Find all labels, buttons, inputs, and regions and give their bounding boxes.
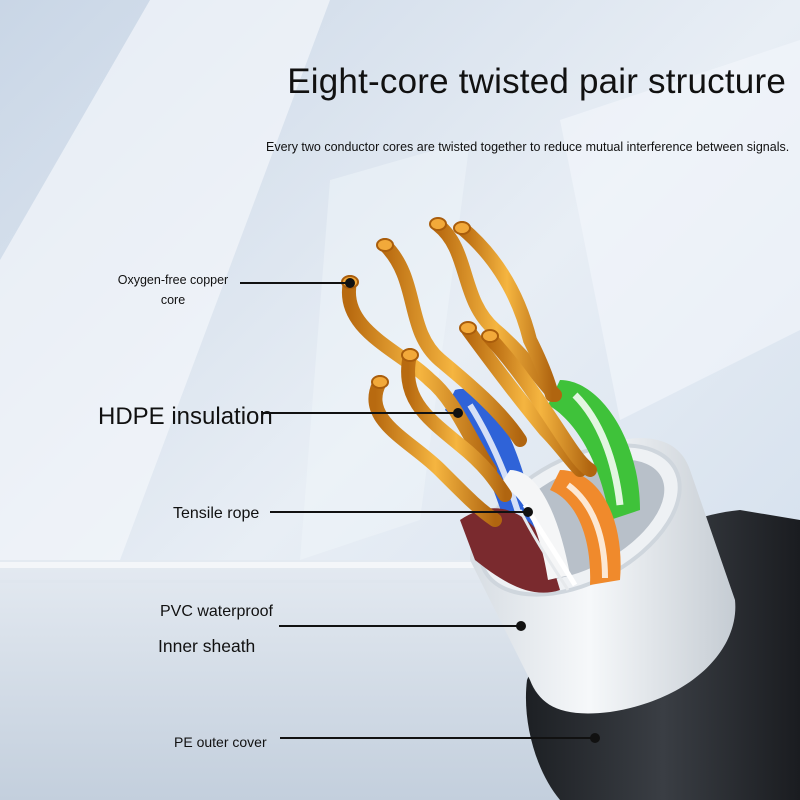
label-tensile-rope: Tensile rope: [173, 505, 260, 522]
leader-dots: [345, 278, 600, 743]
orange-white-stripe: [566, 482, 608, 579]
brown-insulated-core: [460, 508, 560, 593]
floor-edge: [0, 562, 800, 568]
leader-lines: [240, 282, 595, 739]
leader-dot-copper: [345, 278, 355, 288]
copper-wire: [368, 375, 502, 527]
copper-wire: [483, 331, 597, 477]
leader-dot-pvc: [516, 621, 526, 631]
copper-wire: [341, 275, 497, 477]
leader-dot-hdpe: [453, 408, 463, 418]
label-oxygen-free-copper-core: Oxygen-free copper core: [117, 273, 229, 307]
leader-dot-pe: [590, 733, 600, 743]
label-pe-outer-cover: PE outer cover: [174, 734, 267, 750]
tensile-rope: [518, 509, 570, 591]
copper-wire: [401, 348, 512, 502]
copper-wire-ends: [341, 217, 499, 389]
floor-edge: [0, 580, 800, 583]
copper-conductors: [341, 218, 597, 527]
light-beam: [0, 0, 330, 560]
copper-wire: [455, 221, 559, 402]
label-pvc-waterproof: PVC waterproof: [160, 603, 273, 620]
page-title: Eight-core twisted pair structure: [287, 62, 786, 101]
page-subtitle: Every two conductor cores are twisted to…: [266, 140, 790, 154]
light-beam: [560, 40, 800, 420]
leader-dot-tensile: [523, 507, 533, 517]
label-inner-sheath: Inner sheath: [158, 636, 256, 656]
copper-wire: [378, 238, 527, 447]
label-hdpe-insulation: HDPE insulation: [98, 403, 273, 430]
green-white-stripe: [572, 392, 624, 506]
